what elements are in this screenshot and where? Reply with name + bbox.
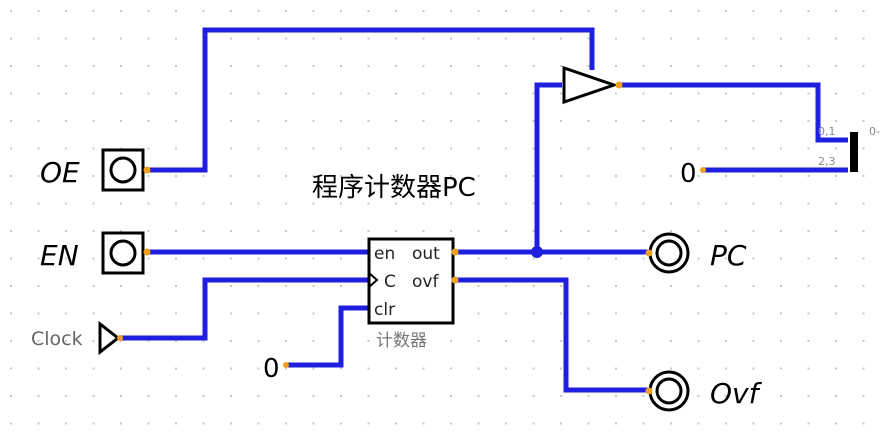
wire-junction-dot <box>531 246 543 258</box>
splitter-label-in-b: 2,3 <box>818 155 836 168</box>
constant-splitter-port <box>700 167 706 173</box>
counter-label: 计数器 <box>376 331 427 351</box>
wire-const-to-clr[interactable] <box>286 305 368 368</box>
clock-label: Clock <box>31 328 83 350</box>
output-label-ovf: Ovf <box>710 377 763 410</box>
output-label-pc: PC <box>710 239 747 272</box>
input-label-oe: OE <box>40 156 80 189</box>
wire-oe-to-buffer[interactable] <box>147 27 595 173</box>
constant-zero-splitter[interactable]: 0 <box>680 159 697 189</box>
counter-pin-en: en <box>374 244 395 264</box>
wire-pc-branch-to-buffer[interactable] <box>534 82 562 252</box>
wires <box>120 27 848 393</box>
counter-pin-clr: clr <box>374 300 395 320</box>
wire-buffer-to-splitter[interactable] <box>618 82 848 143</box>
counter-pin-out: out <box>412 244 440 264</box>
controlled-buffer[interactable] <box>562 65 623 105</box>
clock-edge-icon <box>368 272 379 288</box>
wire-clock-to-counter[interactable] <box>120 277 368 341</box>
splitter-component[interactable] <box>850 132 858 172</box>
circuit-title: 程序计数器PC <box>312 173 476 203</box>
splitter-label-in-a: 0,1 <box>818 125 836 138</box>
output-pin-ovf[interactable] <box>645 370 690 412</box>
wire-ovf-to-output[interactable] <box>455 277 648 393</box>
counter-pin-clock: C <box>384 272 396 292</box>
background-grid <box>10 10 865 425</box>
output-pin-pc[interactable] <box>645 232 690 274</box>
counter-pin-ovf: ovf <box>412 272 439 292</box>
constant-clr-port <box>283 362 289 368</box>
input-pin-en[interactable] <box>101 231 151 275</box>
clock-input[interactable] <box>98 320 123 356</box>
input-label-en: EN <box>40 239 79 272</box>
counter-component[interactable] <box>367 237 459 325</box>
splitter-label-out: 0- <box>869 125 880 138</box>
input-pin-oe[interactable] <box>101 148 151 192</box>
constant-zero-clr[interactable]: 0 <box>263 354 280 384</box>
